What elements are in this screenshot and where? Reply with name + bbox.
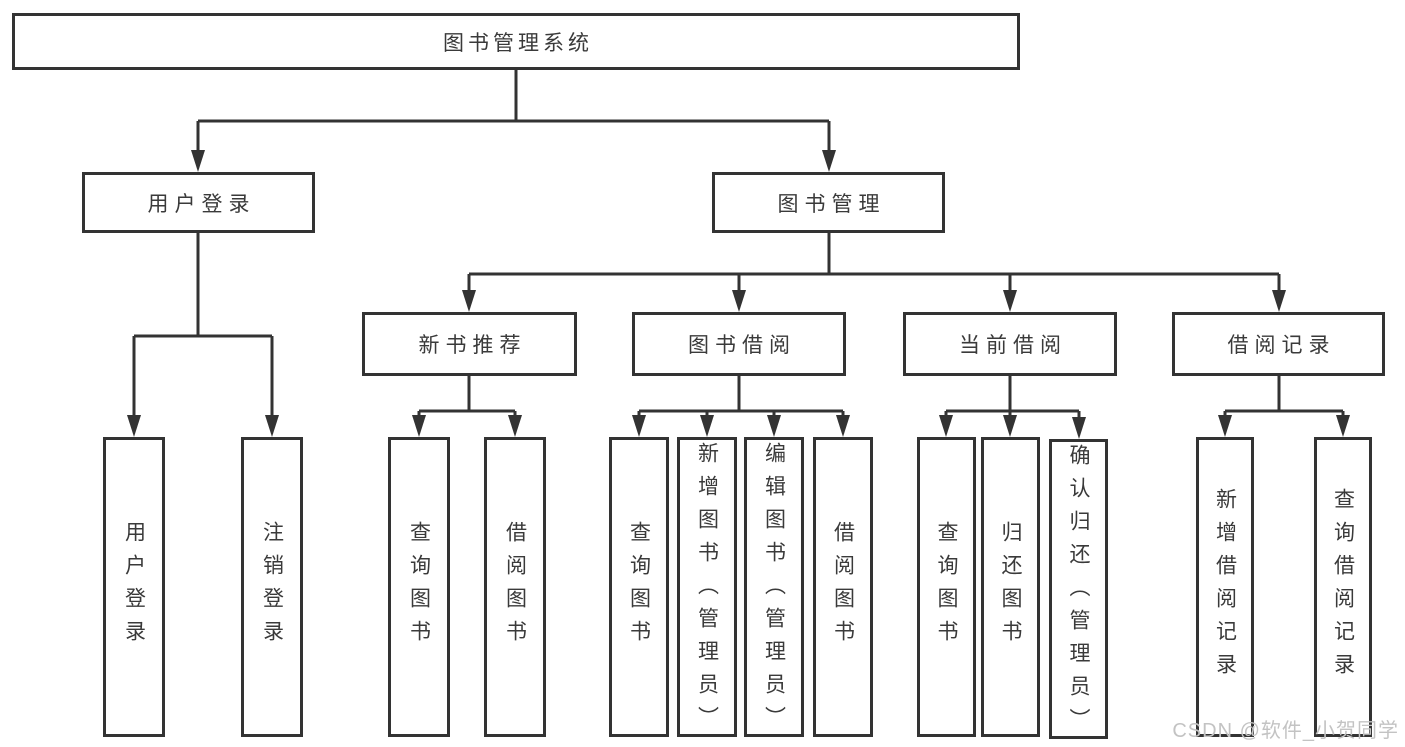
leaf-logout: 注销登录 — [241, 437, 303, 737]
arrowhead — [767, 415, 781, 437]
node-label: 编辑图书（管理员） — [762, 442, 786, 739]
arrowhead — [191, 150, 205, 172]
arrowhead — [1336, 415, 1350, 437]
leaf-query-books-2: 查询图书 — [609, 437, 669, 737]
node-label: 图书管理系统 — [443, 31, 593, 55]
leaf-borrow-books-1: 借阅图书 — [484, 437, 546, 737]
arrowhead — [939, 415, 953, 437]
csdn-watermark: CSDN @软件_小贺同学 — [1172, 720, 1399, 742]
arrowhead — [1003, 415, 1017, 437]
leaf-add-books-admin: 新增图书（管理员） — [677, 437, 737, 739]
arrowhead — [700, 415, 714, 437]
arrowhead — [1072, 417, 1086, 439]
arrowhead — [732, 290, 746, 312]
arrowhead — [1218, 415, 1232, 437]
node-library-management-system: 图书管理系统 — [12, 13, 1020, 70]
node-label: 确认归还（管理员） — [1067, 444, 1090, 741]
connector-borrowrecord-to-leaves — [1223, 376, 1345, 419]
node-user-login: 用户登录 — [82, 172, 315, 233]
node-label: 注销登录 — [260, 521, 284, 653]
leaf-add-borrow-record: 新增借阅记录 — [1196, 437, 1254, 737]
connector-userlogin-to-leaves — [132, 233, 274, 419]
arrowhead — [632, 415, 646, 437]
node-label: 新增借阅记录 — [1213, 488, 1237, 686]
connector-newbookrec-to-leaves — [417, 376, 517, 419]
connector-bookborrow-to-leaves — [637, 376, 845, 419]
node-label: 查询图书 — [935, 521, 958, 653]
node-label: 图书管理 — [777, 192, 886, 216]
arrowhead — [412, 415, 426, 437]
node-label: 借阅图书 — [831, 521, 855, 653]
node-label: 查询借阅记录 — [1331, 488, 1355, 686]
leaf-edit-books-admin: 编辑图书（管理员） — [744, 437, 804, 739]
node-label: 新增图书（管理员） — [695, 442, 719, 739]
node-label: 查询图书 — [627, 521, 651, 653]
node-book-borrowing: 图书借阅 — [632, 312, 846, 376]
node-label: 借阅记录 — [1227, 334, 1336, 357]
leaf-confirm-return-admin: 确认归还（管理员） — [1049, 439, 1108, 741]
node-label: 用户登录 — [122, 521, 146, 653]
node-label: 归还图书 — [999, 521, 1022, 653]
connector-root-to-level1 — [196, 70, 831, 154]
arrowhead — [508, 415, 522, 437]
arrowhead — [1003, 290, 1017, 312]
leaf-query-books-1: 查询图书 — [388, 437, 450, 737]
arrowhead — [265, 415, 279, 437]
node-label: 新书推荐 — [418, 334, 527, 357]
node-borrowing-records: 借阅记录 — [1172, 312, 1385, 376]
node-current-borrowing: 当前借阅 — [903, 312, 1117, 376]
node-label: 当前借阅 — [959, 334, 1067, 357]
connector-currentborrow-to-leaves — [944, 376, 1081, 421]
node-label: 用户登录 — [147, 192, 256, 216]
arrowhead — [836, 415, 850, 437]
leaf-user-login: 用户登录 — [103, 437, 165, 737]
node-new-book-recommend: 新书推荐 — [362, 312, 577, 376]
arrowhead — [127, 415, 141, 437]
connector-bookmgmt-to-level2 — [467, 233, 1281, 294]
node-label: 查询图书 — [407, 521, 431, 653]
leaf-return-books: 归还图书 — [981, 437, 1040, 737]
node-book-management: 图书管理 — [712, 172, 945, 233]
leaf-borrow-books-2: 借阅图书 — [813, 437, 873, 737]
leaf-query-borrow-record: 查询借阅记录 — [1314, 437, 1372, 737]
arrowhead — [822, 150, 836, 172]
arrowhead — [1272, 290, 1286, 312]
arrowhead — [462, 290, 476, 312]
node-label: 图书借阅 — [688, 334, 796, 357]
leaf-query-books-3: 查询图书 — [917, 437, 976, 737]
node-label: 借阅图书 — [503, 521, 527, 653]
